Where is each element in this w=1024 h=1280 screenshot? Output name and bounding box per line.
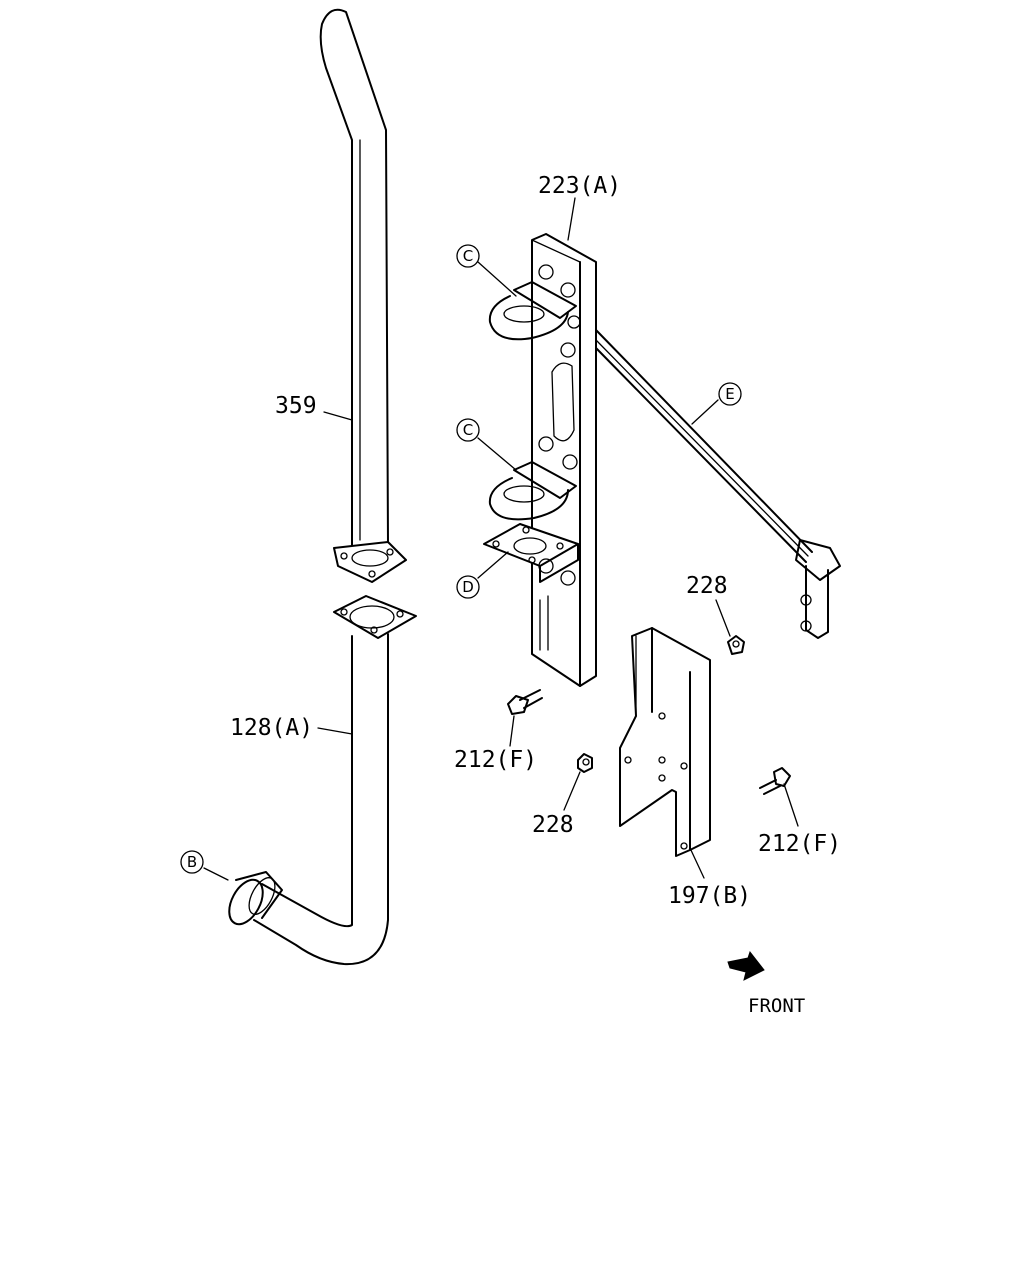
stay-e [595, 329, 841, 639]
svg-text:B: B [187, 853, 197, 871]
bracket-223a [531, 233, 597, 687]
front-label: FRONT [748, 995, 805, 1017]
callout-b: B [180, 850, 204, 874]
plate-d [483, 523, 579, 586]
label-359: 359 [275, 393, 317, 419]
gasket-flange [333, 595, 417, 639]
callout-c-lower: C [456, 418, 480, 442]
label-212f-left: 212(F) [454, 747, 537, 773]
pipe-359 [319, 8, 407, 583]
svg-text:C: C [463, 247, 473, 265]
label-228-top: 228 [686, 573, 728, 599]
clamp-c-lower [488, 436, 578, 521]
label-223a: 223(A) [538, 173, 621, 199]
svg-text:E: E [725, 385, 734, 403]
svg-text:D: D [462, 578, 474, 596]
svg-text:C: C [463, 421, 473, 439]
nut-228-top [727, 635, 745, 655]
leader-lines [203, 197, 799, 881]
label-128a: 128(A) [230, 715, 313, 741]
pipe-128a [228, 633, 389, 966]
callout-e: E [718, 382, 742, 406]
label-212f-right: 212(F) [758, 831, 841, 857]
front-arrow-icon [727, 950, 765, 981]
nut-228-bottom [577, 753, 593, 773]
clamp-c-upper [488, 264, 581, 358]
bolt-212f-right [759, 767, 791, 795]
bracket-197b [619, 627, 711, 857]
label-228-bottom: 228 [532, 812, 574, 838]
label-197b: 197(B) [668, 883, 751, 909]
bolt-212f-left [507, 689, 543, 715]
callout-d: D [456, 575, 480, 599]
callout-c-upper: C [456, 244, 480, 268]
